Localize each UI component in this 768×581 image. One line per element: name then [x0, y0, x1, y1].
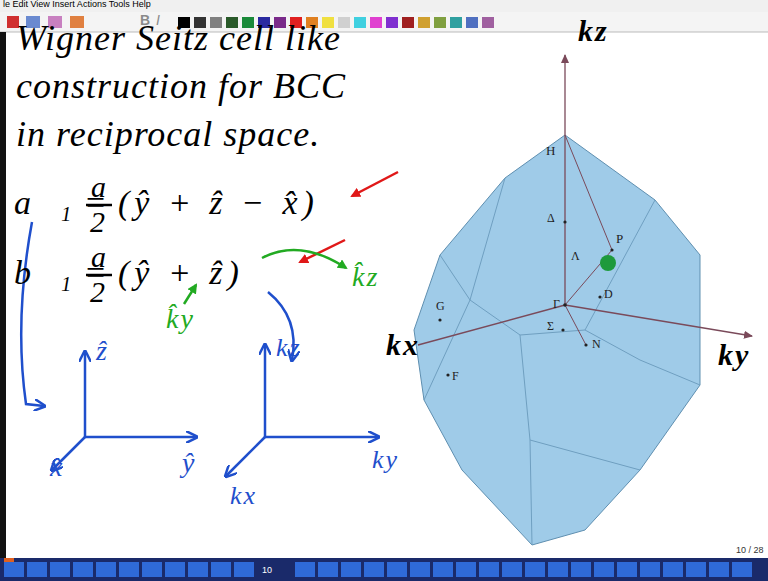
fraction-denominator: 2: [90, 275, 107, 308]
brillouin-zone: [414, 55, 752, 545]
axis-label: ky: [372, 446, 399, 475]
symmetry-point: P: [616, 232, 623, 246]
menu-bar: [0, 0, 768, 12]
axis-label: ky: [718, 338, 750, 371]
fraction-numerator: a: [91, 170, 108, 203]
page-bar: [0, 558, 768, 581]
symmetry-point: Λ: [571, 250, 580, 263]
axis-label: kx: [230, 482, 257, 511]
page-number: 10: [262, 566, 272, 576]
axis-label: kz: [276, 334, 302, 363]
k-space-axes: [226, 345, 378, 476]
green-note: k̂z: [352, 262, 379, 293]
real-space-axes: [52, 352, 196, 470]
axis-label: x̂: [50, 452, 64, 483]
axis-label: ŷ: [182, 448, 196, 479]
fraction-denominator: 2: [90, 205, 107, 238]
symmetry-point: N: [592, 338, 601, 351]
axis-label: kx: [386, 328, 420, 361]
page-bar-cells: [4, 562, 752, 577]
green-note: k̂y: [166, 304, 195, 335]
menu-text: le Edit View Insert Actions Tools Help: [3, 0, 151, 10]
symmetry-point: D: [604, 288, 613, 301]
symmetry-point: Δ: [547, 212, 555, 225]
fraction-numerator: a: [91, 240, 108, 273]
equation-rhs: (ŷ + ẑ − x̂): [118, 184, 319, 221]
symmetry-point: Σ: [547, 320, 554, 333]
slide-title: Wigner Seitz cell like construction for …: [16, 14, 366, 158]
toolbar-button: B: [140, 13, 150, 28]
green-arrow: [262, 250, 346, 268]
axis-label: ẑ: [96, 336, 109, 367]
symmetry-point: Γ: [553, 298, 560, 311]
blue-bracket: [21, 222, 44, 406]
toolbar-button: I: [156, 13, 160, 28]
red-arrow: [352, 172, 398, 196]
page-counter: 10 / 28: [736, 546, 764, 556]
axis-label: kz: [578, 14, 609, 47]
equation-rhs: (ŷ + ẑ): [118, 254, 244, 291]
symmetry-point: H: [546, 144, 555, 158]
symmetry-point: F: [452, 370, 459, 383]
symmetry-point: G: [436, 300, 445, 313]
green-dot: [600, 255, 616, 271]
window-edge: [0, 32, 6, 562]
